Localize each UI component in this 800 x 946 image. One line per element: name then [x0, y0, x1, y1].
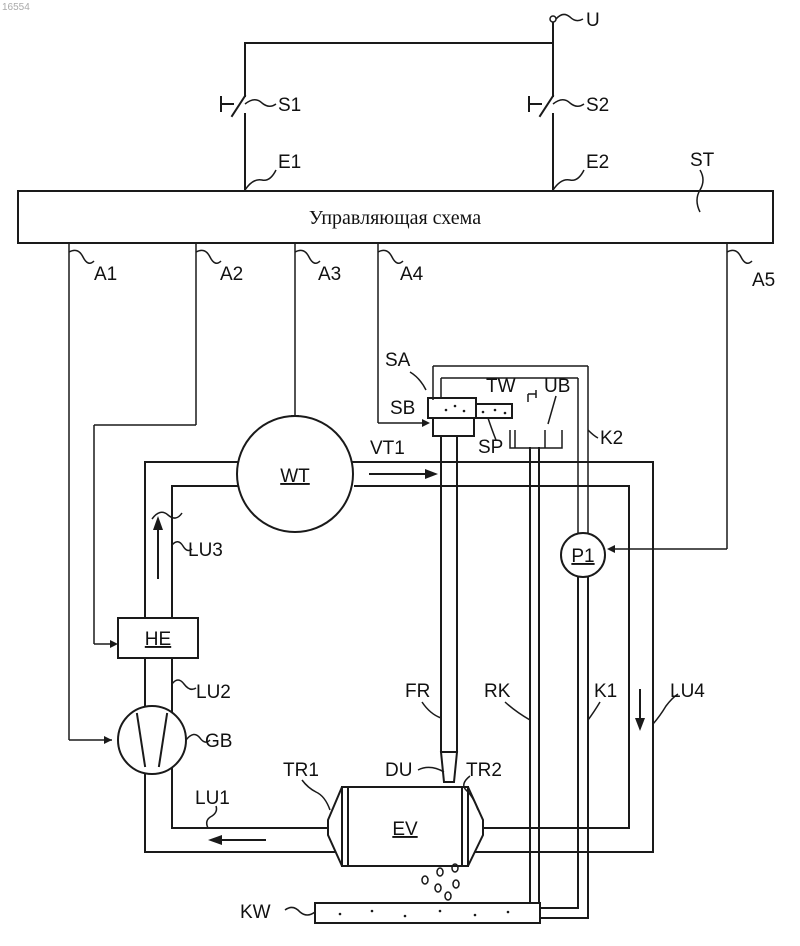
voltage-terminal	[550, 16, 556, 22]
label-a5: A5	[752, 270, 775, 291]
label-s2: S2	[586, 95, 609, 116]
leader-ub	[548, 396, 556, 424]
leader-a2	[196, 250, 221, 263]
label-k1: K1	[594, 681, 617, 702]
label-a1: A1	[94, 264, 117, 285]
corner-number: 16554	[2, 2, 30, 13]
leader-s2	[553, 100, 584, 107]
label-tw: TW	[486, 376, 516, 397]
leader-u	[556, 14, 583, 20]
feed-pipe-fr	[441, 436, 457, 782]
return-pipe-rk	[530, 448, 539, 912]
label-a4: A4	[400, 264, 424, 285]
label-kw: KW	[240, 902, 271, 923]
label-a2: A2	[220, 264, 243, 285]
leader-rk	[505, 702, 530, 720]
label-sp: SP	[478, 437, 503, 458]
condensate-drops	[422, 864, 459, 900]
label-u: U	[586, 10, 600, 31]
label-e2: E2	[586, 152, 609, 173]
leader-fr	[422, 702, 441, 718]
label-lu2: LU2	[196, 682, 231, 703]
label-e1: E1	[278, 152, 301, 173]
leader-kw	[285, 907, 315, 915]
arrow-a4	[422, 419, 430, 427]
leader-a1	[69, 250, 94, 263]
pipe-k1	[539, 570, 588, 918]
label-lu3: LU3	[188, 540, 223, 561]
control-circuit-label: Управляющая схема	[309, 207, 481, 229]
label-sb: SB	[390, 398, 415, 419]
switch-s2	[529, 96, 553, 116]
leader-e1	[245, 170, 276, 190]
leader-a3	[295, 250, 320, 263]
arrow-a5	[607, 545, 615, 553]
leader-e2	[553, 170, 584, 190]
label-vt1: VT1	[370, 438, 405, 459]
leader-lu1	[207, 806, 217, 828]
label-a3: A3	[318, 264, 341, 285]
label-lu4: LU4	[670, 681, 705, 702]
label-tr1: TR1	[283, 760, 319, 781]
leader-lu3	[152, 512, 182, 519]
leader-lu2	[172, 680, 196, 689]
leader-du	[418, 767, 444, 772]
arrow-a1	[104, 736, 112, 744]
condensate-tray	[315, 903, 540, 923]
blower	[118, 706, 186, 774]
leader-k1	[588, 702, 600, 720]
label-sa: SA	[385, 350, 411, 371]
leader-sa	[410, 372, 426, 390]
evaporator-label: EV	[392, 819, 418, 840]
label-ub: UB	[544, 376, 570, 397]
water-tank-label: WT	[280, 466, 310, 487]
collection-tray	[510, 430, 562, 448]
leader-s1	[245, 100, 276, 107]
label-st: ST	[690, 150, 715, 171]
label-gb: GB	[205, 731, 232, 752]
label-fr: FR	[405, 681, 430, 702]
leader-tr1	[302, 780, 330, 810]
pump-label: P1	[571, 546, 594, 567]
heat-exchanger-label: HE	[145, 629, 171, 650]
label-k2: K2	[600, 428, 623, 449]
label-tr2: TR2	[466, 760, 502, 781]
leader-a4	[378, 250, 403, 263]
leader-k2	[588, 430, 598, 438]
label-du: DU	[385, 760, 412, 781]
label-s1: S1	[278, 95, 301, 116]
leader-a5	[727, 250, 752, 263]
label-lu1: LU1	[195, 788, 230, 809]
label-rk: RK	[484, 681, 511, 702]
switch-s1	[221, 96, 245, 116]
arrow-a2	[110, 640, 118, 648]
